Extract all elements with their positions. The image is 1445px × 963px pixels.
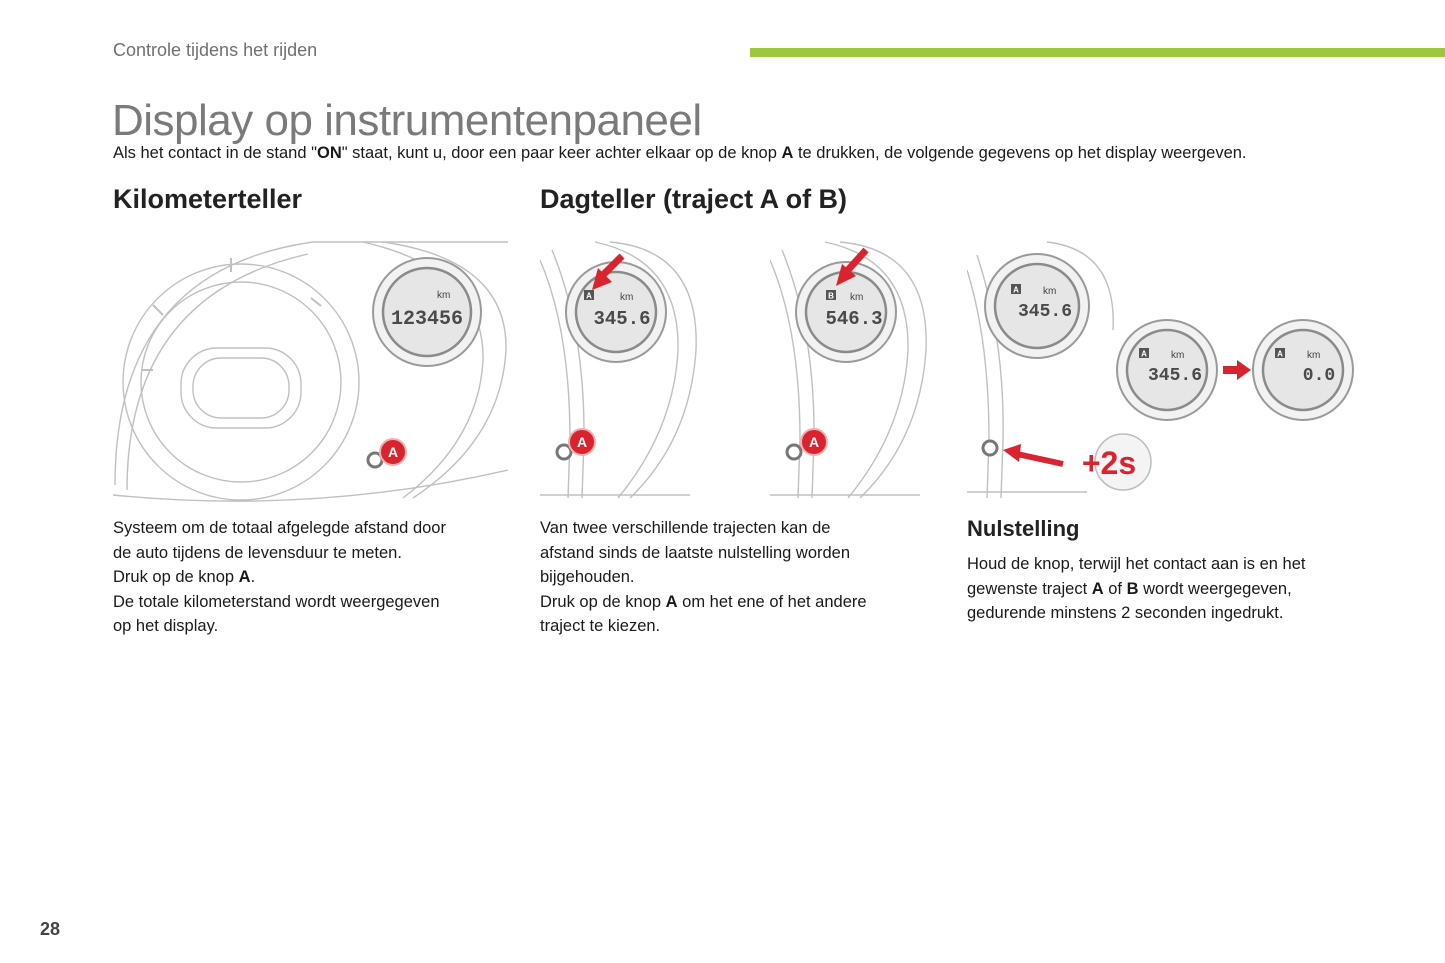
trip-a-indicator: A xyxy=(586,292,592,301)
reset-after-lcd: A km 0.0 xyxy=(1252,319,1354,421)
reset-illustration: A km 345.6 A km 345.6 A km 0.0 xyxy=(967,240,1357,505)
trip-a-value: 345.6 xyxy=(593,308,650,330)
button-a-label: A xyxy=(577,434,587,450)
button-a-label: A xyxy=(388,444,398,460)
red-pointer-arrow xyxy=(836,247,869,286)
odometer-value: 123456 xyxy=(391,308,463,331)
reset-before-unit: km xyxy=(1171,350,1184,361)
trip-b-indicator: B xyxy=(828,292,834,301)
reset-after-indicator: A xyxy=(1277,350,1283,359)
reset-before-lcd: A km 345.6 xyxy=(1116,319,1218,421)
trip-a-lcd: A km 345.6 xyxy=(565,261,667,363)
button-a: A xyxy=(366,438,407,469)
page-title: Display op instrumentenpaneel xyxy=(112,96,702,145)
trip-a-illustration: A km 345.6 A xyxy=(540,240,700,505)
red-right-arrow xyxy=(1223,360,1251,380)
odometer-illustration: km 123456 A xyxy=(113,240,508,505)
trip-description: Van twee verschillende trajecten kan de … xyxy=(540,519,867,635)
reset-before-indicator: A xyxy=(1141,350,1147,359)
trip-b-illustration: B km 546.3 A xyxy=(770,240,930,505)
reset-before-value: 345.6 xyxy=(1148,366,1202,386)
section-header: Controle tijdens het rijden xyxy=(113,40,318,60)
reset-after-value: 0.0 xyxy=(1303,366,1335,386)
intro-text: Als het contact in de stand "ON" staat, … xyxy=(113,144,1247,162)
reset-top-lcd: A km 345.6 xyxy=(984,253,1090,359)
page-number: 28 xyxy=(40,919,61,939)
button-a-label: A xyxy=(809,434,819,450)
red-left-arrow xyxy=(1003,444,1064,467)
trip-b-unit: km xyxy=(850,292,863,303)
trip-heading: Dagteller (traject A of B) xyxy=(540,184,848,214)
reset-top-value: 345.6 xyxy=(1018,302,1072,322)
odometer-lcd: km 123456 xyxy=(372,257,482,367)
odometer-description: Systeem om de totaal afgelegde afstand d… xyxy=(113,519,446,635)
accent-bar xyxy=(750,48,1445,57)
red-pointer-arrow xyxy=(592,253,625,290)
reset-top-indicator: A xyxy=(1013,286,1019,295)
trip-b-value: 546.3 xyxy=(825,308,882,330)
reset-heading: Nulstelling xyxy=(967,516,1080,541)
reset-top-unit: km xyxy=(1043,286,1056,297)
button-a: A xyxy=(785,428,828,461)
trip-a-unit: km xyxy=(620,292,633,303)
odometer-heading: Kilometerteller xyxy=(113,184,303,214)
hold-duration-label: +2s xyxy=(1082,445,1136,481)
odometer-unit: km xyxy=(437,290,450,301)
reset-description: Houd de knop, terwijl het contact aan is… xyxy=(967,555,1306,622)
button-a: A xyxy=(555,428,596,461)
reset-after-unit: km xyxy=(1307,350,1320,361)
trip-b-lcd: B km 546.3 xyxy=(795,261,897,363)
hold-timer-icon: +2s xyxy=(1082,433,1152,491)
trip-reset-button xyxy=(981,439,999,457)
